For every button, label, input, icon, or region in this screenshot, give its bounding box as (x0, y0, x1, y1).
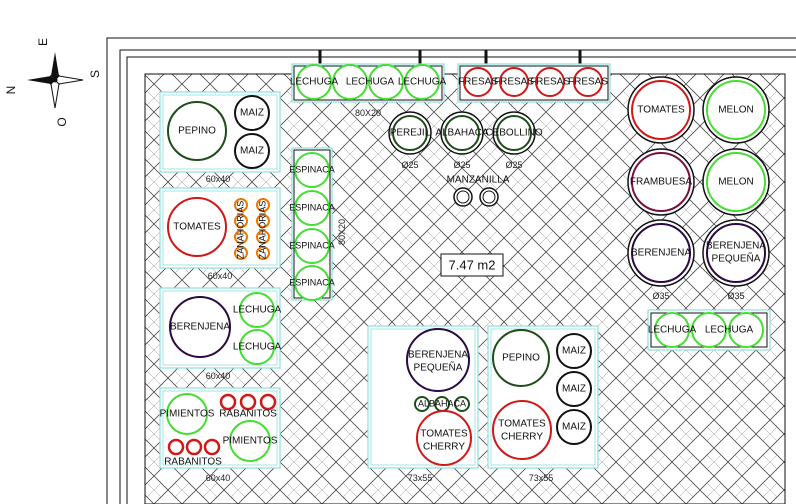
maiz-label: MAIZ (240, 146, 264, 157)
fresa-plant (499, 67, 529, 97)
tomates-label: TOMATES (637, 105, 685, 116)
tomates-cherry-label: TOMATES (498, 419, 546, 430)
fresas-label: FRESAS (530, 77, 570, 88)
lechuga-label: LECHUGA (290, 77, 339, 88)
right-lechuga-planter: LECHUGA LECHUGA (647, 309, 771, 351)
lechuga-label: LECHUGA (705, 325, 754, 336)
lechuga-plant (404, 64, 440, 100)
bed-pepino-maiz: PEPINO MAIZ MAIZ 60x40 (159, 91, 281, 184)
bed1-dimension: 60x40 (206, 174, 231, 184)
top-fresas-planter: FRESAS FRESAS FRESAS FRESAS (457, 50, 611, 103)
lechuga-dimension: 80X20 (355, 108, 381, 118)
bed2-dimension: 60x40 (208, 271, 233, 281)
tomates-cherry-label: TOMATES (420, 429, 468, 440)
zanahorias-label: ZANAHORIAS (235, 201, 245, 260)
top-lechuga-planter: LECHUGA LECHUGA LECHUGA 80X20 (290, 50, 447, 118)
perejil-dimension: Ø25 (401, 160, 418, 170)
melon-label: MELON (718, 105, 754, 116)
area-box: 7.47 m2 (440, 253, 504, 277)
espinaca-dimension: 80X20 (337, 219, 347, 245)
pimientos-label: PIMIENTOS (160, 409, 215, 420)
espinaca-label: ESPINACA (289, 277, 335, 287)
pot-dimension: Ø35 (652, 291, 669, 301)
berenjena-pequena-label: BERENJENA (706, 241, 766, 252)
maiz-label: MAIZ (562, 384, 586, 395)
cebollino-label: CEBOLLINO (485, 128, 542, 139)
bed-pepino-maiz-cherry: PEPINO MAIZ MAIZ MAIZ TOMATES CHERRY 73x… (487, 325, 599, 483)
frambuesa-label: FRAMBUESA (630, 177, 693, 188)
espinaca-label: ESPINACA (289, 202, 335, 212)
lechuga-label: LECHUGA (648, 325, 697, 336)
bed5-dimension: 73x55 (408, 473, 433, 483)
manzanilla-label: MANZANILLA (447, 175, 510, 186)
perejil-label: PEREJIL (390, 128, 431, 139)
espinaca-planter: ESPINACA ESPINACA ESPINACA ESPINACA 80X2… (289, 147, 347, 301)
bed-berenjena-lechuga: BERENJENA LECHUGA LECHUGA 60x40 (159, 287, 282, 381)
lechuga-plant (332, 64, 368, 100)
berenjena-pequena-label: BERENJENA (408, 350, 468, 361)
pepino-label: PEPINO (502, 353, 540, 364)
pepino-label: PEPINO (178, 126, 216, 137)
cebollino-dimension: Ø25 (505, 160, 522, 170)
bed-tomates-zanahorias: TOMATES ZANAHORIAS ZANAHORIAS 60x40 (159, 187, 281, 281)
rabanitos-label: RABANITOS (164, 457, 222, 468)
lechuga-label: LECHUGA (233, 305, 282, 316)
wall-outline (106, 37, 796, 504)
berenjena-label: BERENJENA (631, 248, 691, 259)
lechuga-label: LECHUGA (346, 77, 395, 88)
berenjena-label: BERENJENA (170, 322, 230, 333)
fresas-label: FRESAS (494, 77, 534, 88)
bed3-dimension: 60x40 (206, 371, 231, 381)
compass-west: O (55, 117, 69, 126)
lechuga-label: LECHUGA (233, 342, 282, 353)
rabanitos-label: RABANITOS (219, 409, 277, 420)
herb-pots: PEREJIL ALBAHACA CEBOLLINO Ø25 Ø25 Ø25 M… (388, 111, 543, 207)
bed4-dimension: 60x40 (206, 473, 231, 483)
right-pots: TOMATES MELON FRAMBUESA MELON BERENJENA … (627, 76, 770, 301)
berenjena-pequena-label: PEQUEÑA (414, 361, 463, 374)
espinaca-label: ESPINACA (289, 240, 335, 250)
maiz-label: MAIZ (562, 346, 586, 357)
compass-south: S (88, 70, 102, 78)
area-label: 7.47 m2 (449, 257, 496, 272)
bed-berenjena-pequena-cherry: BERENJENA PEQUEÑA ALBAHACA TOMATES CHERR… (367, 325, 479, 483)
tomates-cherry-label: CHERRY (423, 442, 465, 453)
fresa-plant (463, 67, 493, 97)
berenjena-pequena-label: PEQUEÑA (712, 252, 761, 265)
melon-label: MELON (718, 177, 754, 188)
compass-north: N (4, 86, 18, 95)
bed6-dimension: 73x55 (529, 473, 554, 483)
compass-east: E (36, 38, 50, 46)
lechuga-plant (296, 64, 332, 100)
pimientos-label: PIMIENTOS (223, 436, 278, 447)
fresas-label: FRESAS (568, 77, 608, 88)
tomates-label: TOMATES (173, 222, 221, 233)
fresas-label: FRESAS (458, 77, 498, 88)
bed-pimientos-rabanitos: PIMIENTOS PIMIENTOS RABANITOS RABANITOS … (159, 387, 281, 483)
fresa-plant (535, 67, 565, 97)
zanahorias-label: ZANAHORIAS (257, 201, 267, 260)
lechuga-plant (368, 64, 404, 100)
maiz-label: MAIZ (240, 108, 264, 119)
pot-dimension: Ø35 (727, 291, 744, 301)
albahaca-dimension: Ø25 (453, 160, 470, 170)
espinaca-label: ESPINACA (289, 164, 335, 174)
albahaca-label: ALBAHACA (435, 128, 489, 139)
tomates-cherry-label: CHERRY (501, 432, 543, 443)
fresa-plant (573, 67, 603, 97)
compass-rose: N E S O (4, 38, 102, 127)
albahaca-label: ALBAHACA (418, 398, 466, 408)
maiz-label: MAIZ (562, 422, 586, 433)
lechuga-label: LECHUGA (398, 77, 447, 88)
